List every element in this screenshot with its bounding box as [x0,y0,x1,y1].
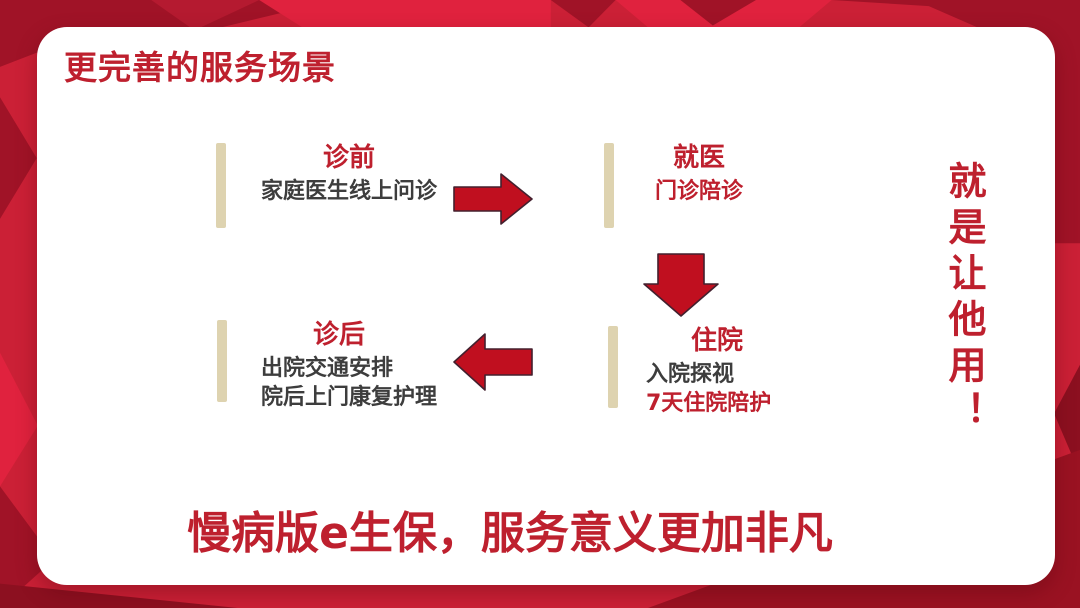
step-divider-bar [216,143,226,228]
step-title: 住院 [691,326,744,356]
step-detail: 出院交通安排 [261,356,394,381]
step-divider-bar [217,320,227,402]
flow-step-hospitalization: 住院 入院探视 7天住院陪护 [608,326,836,418]
step-detail: 7天住院陪护 [646,391,772,416]
step-divider-bar [604,143,614,228]
step-detail: 院后上门康复护理 [261,385,438,410]
vertical-slogan: 就是让他用！ [942,161,986,437]
step-title: 就医 [672,143,725,173]
step-title: 诊后 [313,320,366,350]
flow-step-pre-visit: 诊前 家庭医生线上问诊 [216,143,472,228]
bottom-tagline: 慢病版e生保，服务意义更加非凡 [187,508,833,559]
step-divider-bar [608,326,618,408]
step-detail: 入院探视 [646,362,735,387]
flow-step-post-visit: 诊后 出院交通安排 院后上门康复护理 [217,320,471,412]
step-title: 诊前 [322,143,375,173]
page-title: 更完善的服务场景 [64,48,336,87]
flow-left-arrow-icon [453,333,533,391]
flow-right-arrow-icon [453,173,533,225]
step-detail: 家庭医生线上问诊 [260,179,437,204]
slide-card: 更完善的服务场景 诊前 家庭医生线上问诊 就医 门诊陪诊 [37,27,1055,585]
flow-down-arrow-icon [643,253,719,317]
flow-step-clinic-visit: 就医 门诊陪诊 [604,143,784,228]
step-detail: 门诊陪诊 [654,179,743,204]
